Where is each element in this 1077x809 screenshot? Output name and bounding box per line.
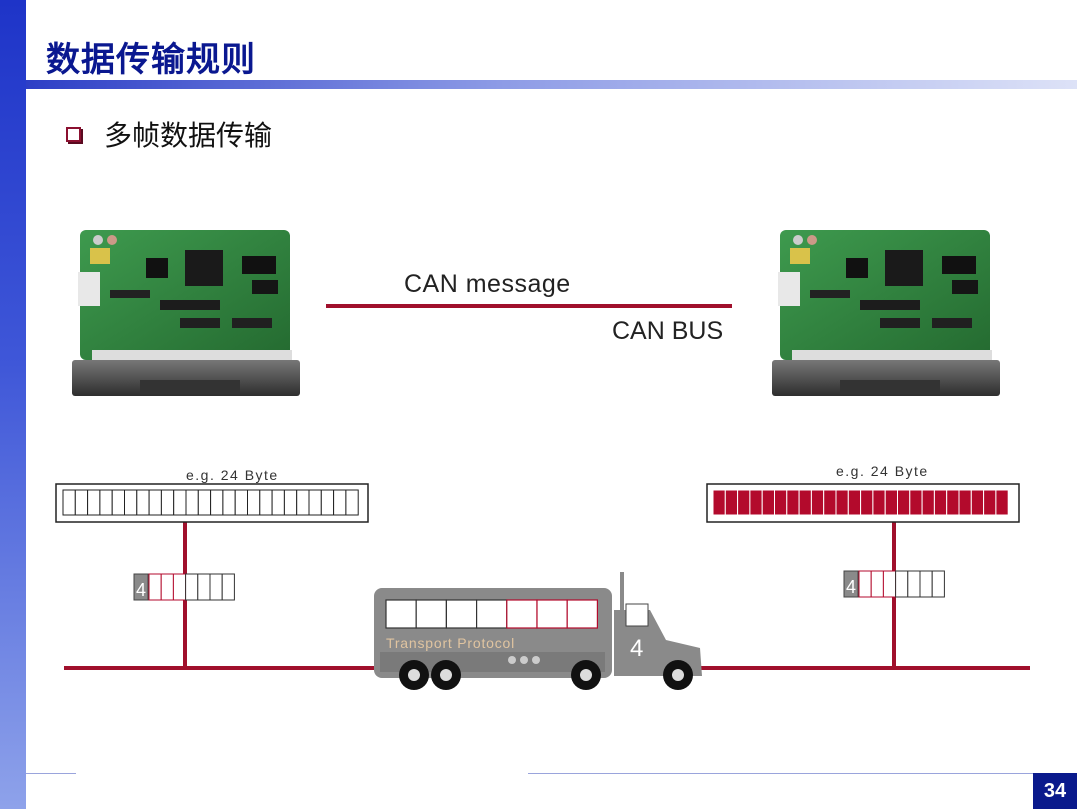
right-buffer-byte <box>958 489 972 516</box>
right-buffer-byte <box>909 489 923 516</box>
can-bus-label: CAN BUS <box>612 317 723 345</box>
truck-cargo-byte <box>506 599 538 629</box>
page-number: 34 <box>1033 773 1077 809</box>
truck-cargo-byte <box>566 599 599 629</box>
truck-cargo-byte <box>476 599 508 629</box>
truck-icon: Transport Protocol 4 <box>374 572 702 690</box>
right-buffer-byte <box>810 489 825 516</box>
right-buffer-byte <box>786 489 800 516</box>
left-buffer-byte <box>247 489 261 516</box>
right-packet-number: 4 <box>846 577 856 597</box>
left-buffer-byte <box>148 489 162 516</box>
left-buffer-byte <box>222 489 236 516</box>
left-buffer-byte <box>234 489 248 516</box>
left-packet-byte <box>160 573 174 601</box>
left-buffer-byte <box>136 489 150 516</box>
left-packet-byte <box>185 573 199 601</box>
truck-cargo-byte <box>445 599 478 629</box>
right-buffer-byte <box>921 489 935 516</box>
left-packet-byte <box>197 573 211 601</box>
right-packet-byte <box>870 570 884 598</box>
left-packet: 4 <box>133 573 235 601</box>
left-buffer-byte <box>62 489 76 516</box>
left-packet-byte <box>221 573 235 601</box>
truck-cargo-byte <box>385 599 417 629</box>
bullet-text: 多帧数据传输 <box>104 119 273 152</box>
truck-label: Transport Protocol <box>386 635 515 651</box>
left-buffer-byte <box>185 489 199 516</box>
left-buffer-byte <box>308 489 322 516</box>
left-buffer-byte <box>333 489 347 516</box>
right-buffer-byte <box>995 489 1009 516</box>
truck-cargo-byte <box>415 599 448 629</box>
left-buffer-byte <box>173 489 187 516</box>
right-packet: 4 <box>843 570 945 598</box>
right-packet-byte <box>919 570 933 598</box>
truck-cargo-byte <box>536 599 568 629</box>
right-packet-byte <box>931 570 945 598</box>
bullet-square-icon <box>66 127 81 142</box>
right-buffer-byte <box>983 489 997 516</box>
left-buffer-byte <box>87 489 101 516</box>
left-accent-bar <box>0 0 26 809</box>
truck-cargo-cells <box>385 599 599 629</box>
left-packet-byte <box>148 573 162 601</box>
right-buffer-byte <box>860 489 874 516</box>
truck-exhaust <box>620 572 624 612</box>
left-buffer-byte <box>271 489 285 516</box>
right-buffer-byte <box>933 489 948 516</box>
left-buffer-byte <box>345 489 359 516</box>
right-buffer-byte <box>761 489 776 516</box>
right-packet-number-cell <box>843 570 859 598</box>
left-buffer-byte <box>124 489 138 516</box>
right-packet-byte <box>907 570 921 598</box>
footer-rule-left <box>26 773 76 774</box>
slide-title: 数据传输规则 <box>46 40 256 80</box>
right-buffer-byte <box>884 489 899 516</box>
right-buffer-byte <box>823 489 837 516</box>
ecu-board-left-icon <box>72 230 300 396</box>
left-buffer-byte <box>320 489 335 516</box>
right-buffer-byte <box>847 489 862 516</box>
can-message-label: CAN message <box>404 270 571 298</box>
right-buffer-byte <box>774 489 788 516</box>
left-buffer-byte <box>111 489 125 516</box>
truck-window <box>625 603 649 627</box>
right-buffer-byte <box>712 489 726 516</box>
left-buffer-byte <box>259 489 273 516</box>
right-buffer-byte <box>724 489 739 516</box>
right-packet-byte <box>895 570 909 598</box>
ecu-board-right-icon <box>772 230 1000 396</box>
left-buffer-label: e.g. 24 Byte <box>186 467 279 483</box>
right-buffer-byte <box>749 489 763 516</box>
title-rule <box>26 80 1077 89</box>
footer-rule-right <box>528 773 1033 774</box>
left-buffer-byte <box>99 489 113 516</box>
right-buffer-byte <box>872 489 886 516</box>
left-packet-number: 4 <box>136 580 146 600</box>
left-packet-byte <box>209 573 223 601</box>
right-buffer-byte <box>798 489 812 516</box>
truck-number: 4 <box>630 635 643 662</box>
left-buffer-byte <box>283 489 298 516</box>
left-buffer-byte <box>210 489 224 516</box>
left-buffer-byte <box>197 489 212 516</box>
right-buffer-label: e.g. 24 Byte <box>836 463 929 479</box>
left-buffer-byte <box>160 489 175 516</box>
right-buffer-byte <box>946 489 960 516</box>
left-buffer-byte <box>296 489 310 516</box>
left-buffer-cells <box>62 489 359 516</box>
left-packet-number-cell <box>133 573 149 601</box>
right-packet-byte <box>882 570 897 598</box>
right-buffer-byte <box>897 489 911 516</box>
left-packet-byte <box>172 573 187 601</box>
left-buffer-byte <box>74 489 89 516</box>
right-packet-byte <box>858 570 872 598</box>
right-buffer-cells <box>712 489 1009 516</box>
right-buffer-byte <box>737 489 751 516</box>
right-buffer-byte <box>835 489 849 516</box>
right-buffer-byte <box>970 489 985 516</box>
